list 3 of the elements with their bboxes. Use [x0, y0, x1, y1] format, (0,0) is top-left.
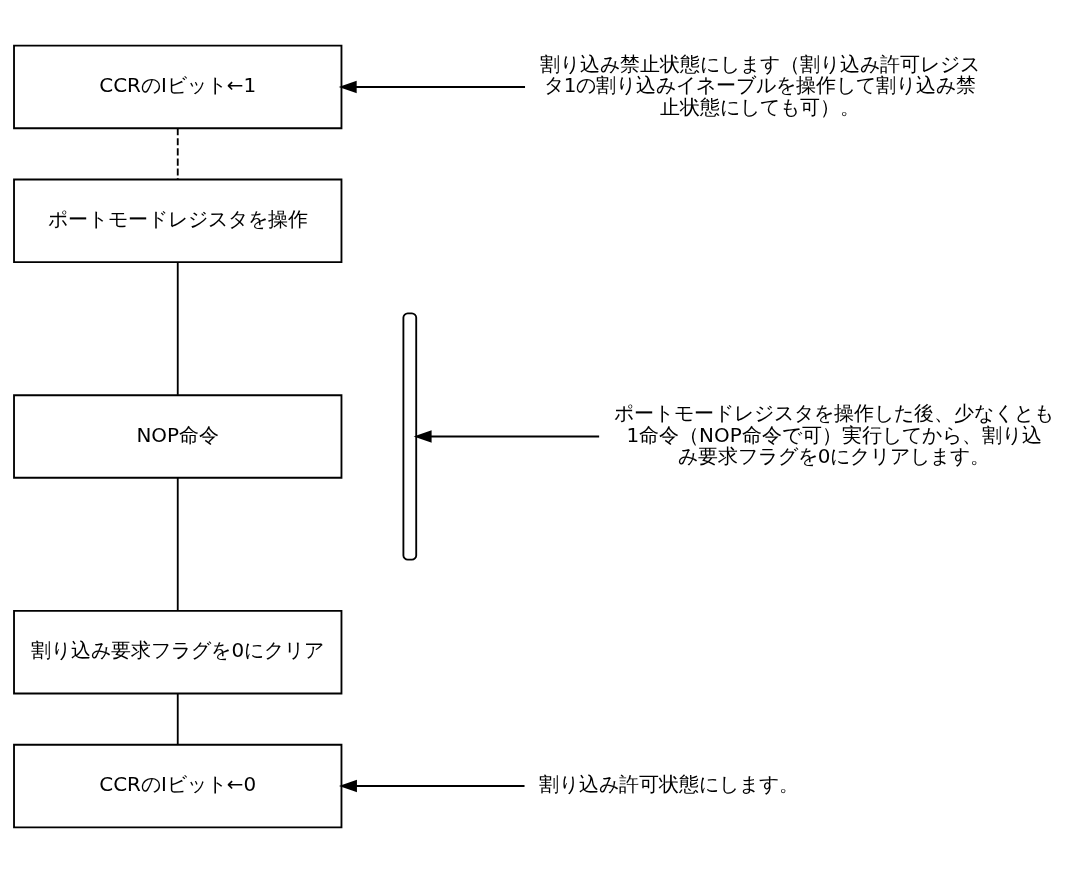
node-text: 割り込み許可状態にします。	[538, 772, 799, 796]
node-text: 割り込み禁止状態にします（割り込み許可レジスタ1の割り込みイネーブルを操作して割り込み禁止状態にしても可）。	[540, 52, 981, 119]
node-text: ポートモードレジスタを操作した後、少なくとも1命令（NOP命令で可）実行してから、割り込み要求フラグを0にクリアします。	[614, 401, 1055, 468]
